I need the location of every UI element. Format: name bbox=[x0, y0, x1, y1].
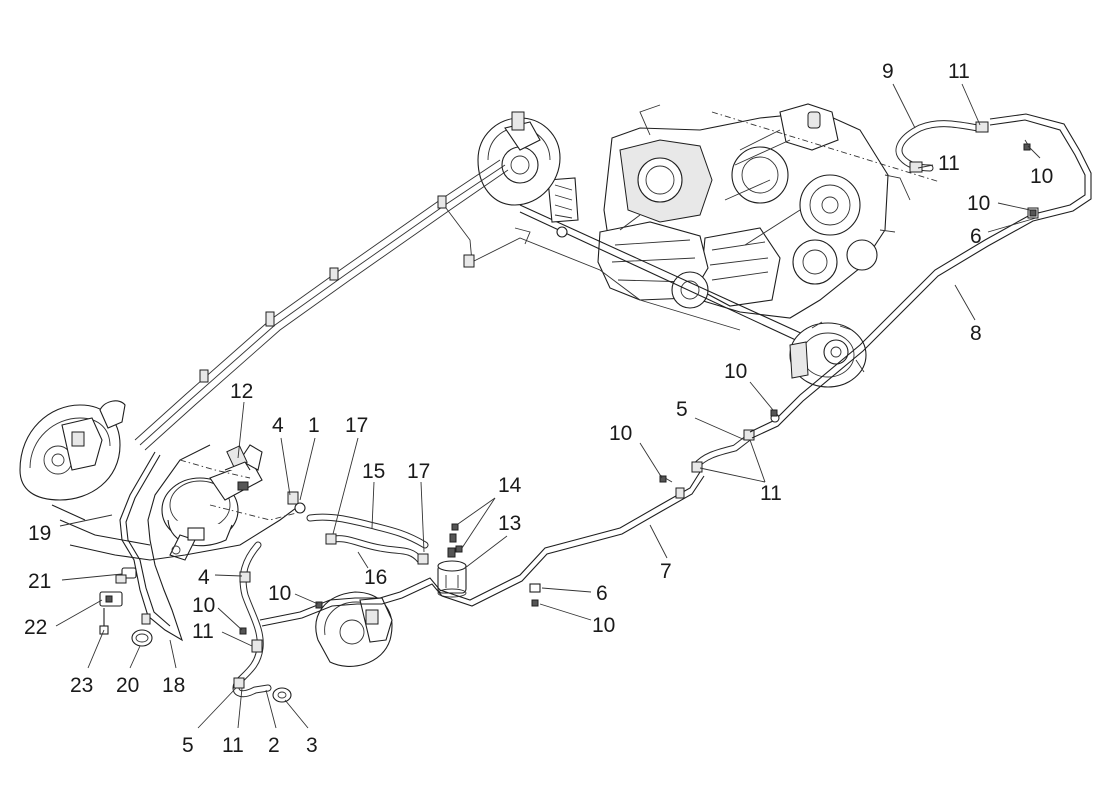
hose-9 bbox=[895, 120, 1031, 173]
callout-10: 10 bbox=[592, 614, 615, 637]
hose-15-16 bbox=[287, 491, 429, 565]
callout-12: 12 bbox=[230, 380, 253, 403]
fasteners bbox=[239, 209, 1037, 635]
callout-5: 5 bbox=[182, 734, 194, 757]
callout-13: 13 bbox=[498, 512, 521, 535]
callout-11: 11 bbox=[938, 152, 960, 175]
brake-booster bbox=[161, 444, 263, 561]
hose-upper-5 bbox=[691, 429, 755, 473]
rear-left-hub bbox=[477, 111, 561, 206]
callout-10: 10 bbox=[609, 422, 632, 445]
callout-21: 21 bbox=[28, 570, 51, 593]
callout-1: 1 bbox=[308, 414, 320, 437]
callout-6: 6 bbox=[970, 225, 982, 248]
hose-lower-5 bbox=[232, 541, 272, 698]
callout-15: 15 bbox=[362, 460, 385, 483]
callout-23: 23 bbox=[70, 674, 93, 697]
callout-11: 11 bbox=[192, 620, 214, 643]
front-left-brake-disc bbox=[19, 400, 126, 501]
callout-10: 10 bbox=[724, 360, 747, 383]
callout-10: 10 bbox=[268, 582, 291, 605]
callout-10: 10 bbox=[192, 594, 215, 617]
callout-9: 9 bbox=[882, 60, 894, 83]
callout-labels: 9 11 11 10 10 6 8 10 5 10 11 12 4 1 17 1… bbox=[24, 60, 1053, 757]
callout-2: 2 bbox=[268, 734, 280, 757]
callout-11: 11 bbox=[222, 734, 244, 757]
callout-17: 17 bbox=[407, 460, 430, 483]
callout-3: 3 bbox=[306, 734, 318, 757]
callout-4: 4 bbox=[198, 566, 210, 589]
leader-lines bbox=[55, 83, 1041, 729]
engine-assembly bbox=[597, 103, 941, 319]
callout-11: 11 bbox=[760, 482, 782, 505]
callout-4: 4 bbox=[272, 414, 284, 437]
callout-5: 5 bbox=[676, 398, 688, 421]
callout-11: 11 bbox=[948, 60, 970, 83]
background-brake-lines bbox=[134, 159, 741, 451]
callout-7: 7 bbox=[660, 560, 672, 583]
callout-17: 17 bbox=[345, 414, 368, 437]
callout-19: 19 bbox=[28, 522, 51, 545]
front-right-brake-disc bbox=[315, 591, 393, 667]
callout-16: 16 bbox=[364, 566, 387, 589]
rear-right-hub bbox=[789, 321, 867, 388]
callout-6: 6 bbox=[596, 582, 608, 605]
callout-14: 14 bbox=[498, 474, 522, 497]
callout-10: 10 bbox=[967, 192, 990, 215]
callout-22: 22 bbox=[24, 616, 47, 639]
drive-shaft bbox=[519, 177, 806, 343]
callout-20: 20 bbox=[116, 674, 139, 697]
callout-10: 10 bbox=[1030, 165, 1053, 188]
callout-8: 8 bbox=[970, 322, 982, 345]
pipe-7 bbox=[259, 471, 705, 627]
pipe-18-19 bbox=[51, 444, 301, 642]
fluid-reservoir bbox=[437, 533, 467, 598]
callout-18: 18 bbox=[162, 674, 185, 697]
